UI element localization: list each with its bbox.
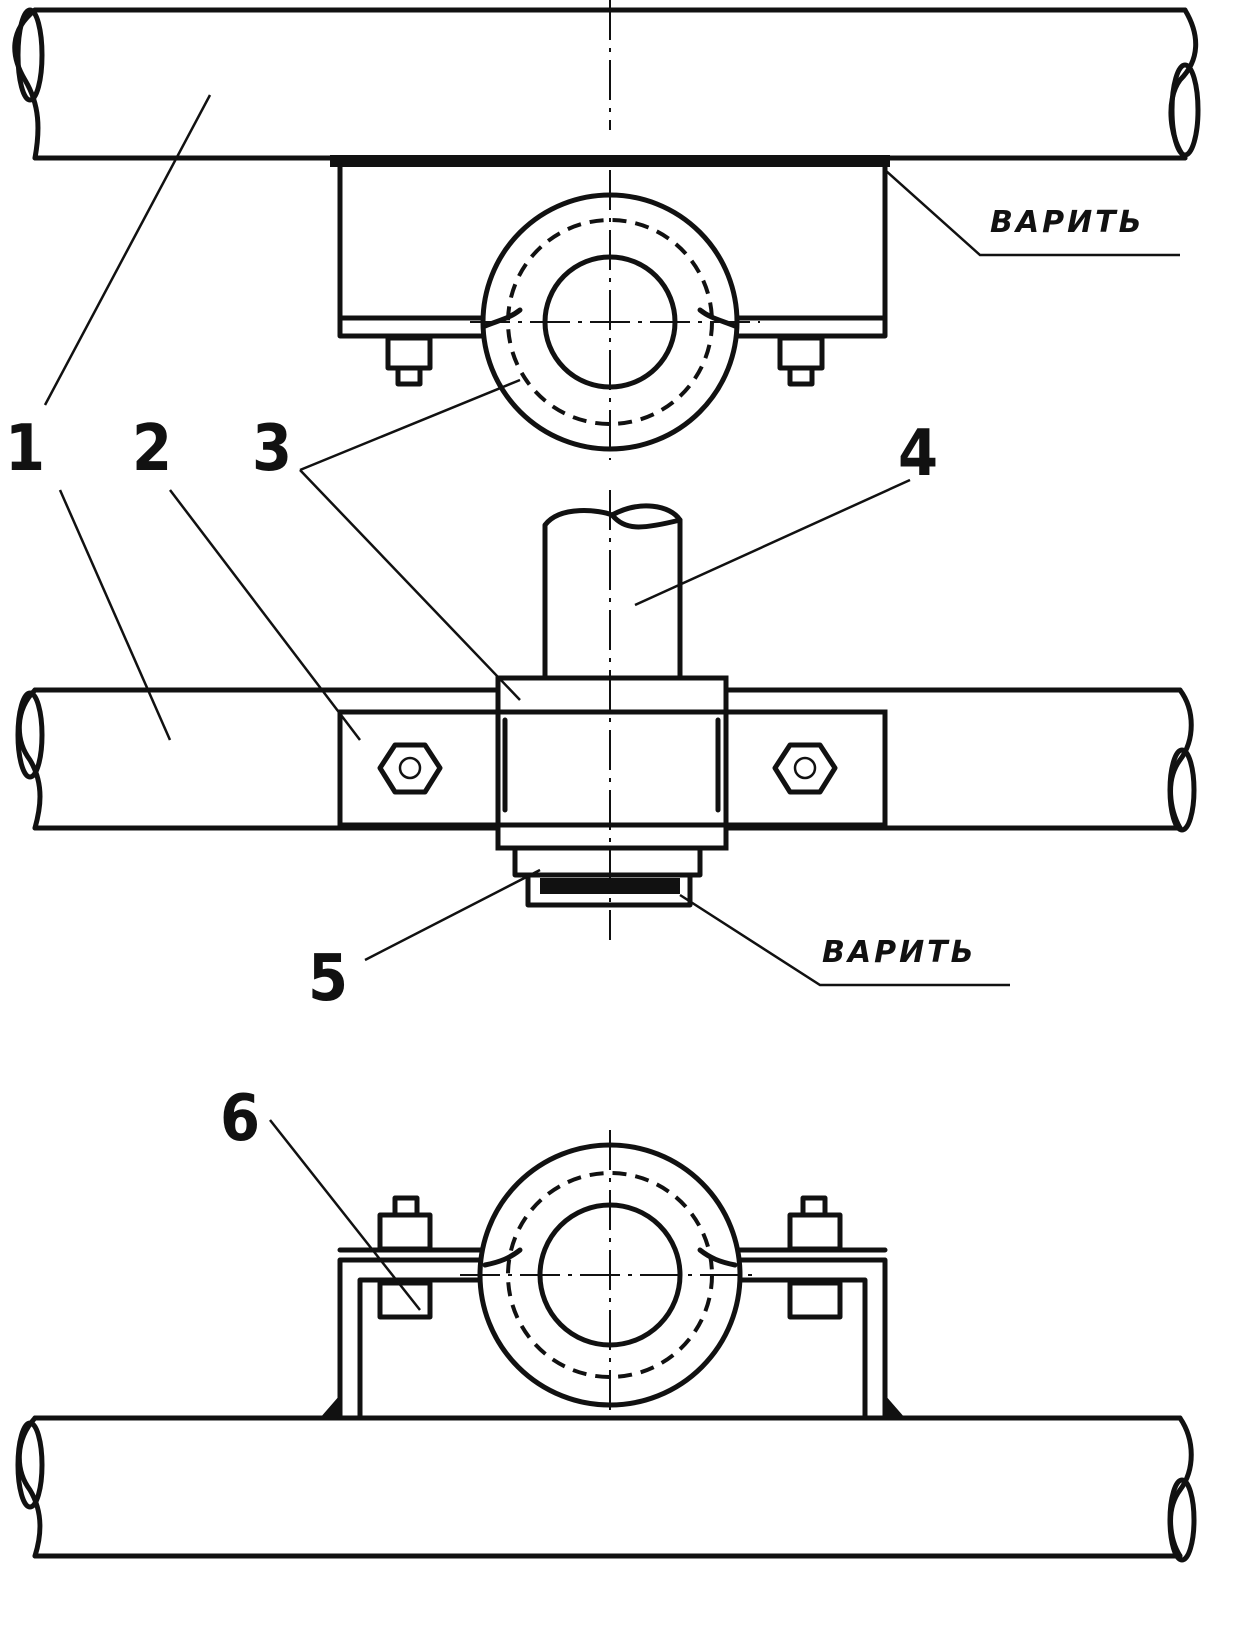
shaft (542, 503, 683, 683)
weld-note-top: ВАРИТЬ (990, 205, 1145, 240)
bottom-assembly (15, 1130, 1197, 1563)
washer-5 (512, 845, 703, 908)
bottom-bracket (320, 1142, 905, 1421)
part-label-4: 4 (898, 417, 938, 491)
clamp-hub (495, 675, 729, 851)
top-bracket (337, 162, 888, 452)
top-pipe (12, 7, 1201, 167)
part-label-5: 5 (308, 942, 348, 1016)
top-assembly (12, 0, 1201, 460)
hex-nut-left (377, 742, 443, 795)
part-label-6: 6 (220, 1082, 260, 1156)
part-label-1: 1 (5, 412, 45, 486)
hex-nut-right (772, 742, 838, 795)
part-label-3: 3 (252, 412, 292, 486)
bottom-centerline (460, 1130, 760, 1420)
top-centerline (470, 0, 760, 460)
weld-note-middle: ВАРИТЬ (822, 935, 977, 970)
bottom-pipe (15, 1415, 1197, 1563)
part-label-2: 2 (132, 412, 172, 486)
middle-assembly (15, 490, 1197, 940)
leader-lines (43, 94, 1180, 1311)
